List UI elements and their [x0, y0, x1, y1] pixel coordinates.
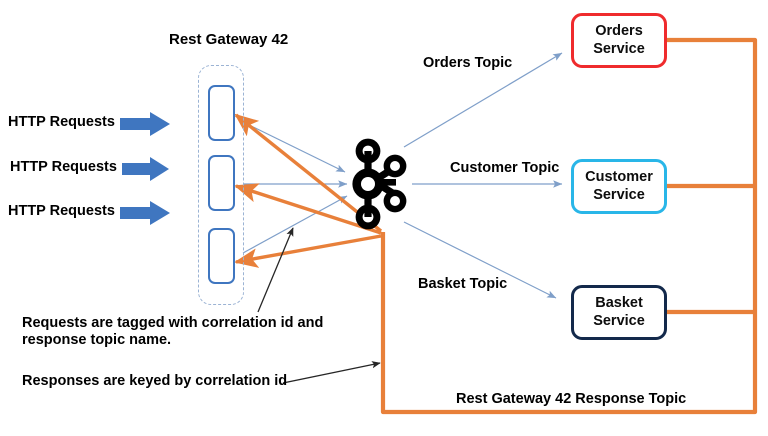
basket-service-label-line1: Basket	[595, 295, 643, 312]
http-request-arrow-3	[120, 201, 170, 225]
http-requests-label-3: HTTP Requests	[8, 203, 115, 219]
customer-service-label-line1: Customer	[585, 169, 653, 186]
http-requests-label-1: HTTP Requests	[8, 114, 115, 130]
basket-service-label-line2: Service	[593, 312, 645, 329]
orders-service-box[interactable]: Orders Service	[571, 13, 667, 68]
http-request-arrow-1	[120, 112, 170, 136]
gateway-to-broker-line-3	[242, 195, 348, 254]
customer-service-box[interactable]: Customer Service	[571, 159, 667, 214]
basket-topic-line	[403, 221, 557, 299]
note-leader-correlation-id	[257, 227, 294, 313]
response-topic-label: Rest Gateway 42 Response Topic	[456, 391, 687, 407]
note-correlation-id: Requests are tagged with correlation id …	[22, 315, 324, 349]
basket-service-box[interactable]: Basket Service	[571, 285, 667, 340]
customer-service-label-line2: Service	[593, 186, 645, 203]
gateway-instance-2[interactable]	[208, 155, 235, 211]
orders-topic-line	[403, 52, 563, 148]
response-bus-path	[380, 37, 758, 415]
response-to-gateway-3	[233, 234, 382, 268]
gateway-to-broker-line-1	[242, 121, 346, 173]
gateway-title: Rest Gateway 42	[169, 31, 289, 48]
orders-topic-label: Orders Topic	[423, 55, 513, 71]
customer-topic-label: Customer Topic	[450, 160, 560, 176]
orders-service-label-line1: Orders	[595, 23, 643, 40]
basket-topic-label: Basket Topic	[418, 276, 508, 292]
http-requests-label-2: HTTP Requests	[10, 159, 117, 175]
gateway-instance-1[interactable]	[208, 85, 235, 141]
orders-service-label-line2: Service	[593, 40, 645, 57]
response-to-gateway-2	[234, 183, 382, 235]
note-leader-responses-keyed	[282, 361, 381, 384]
note-responses-keyed: Responses are keyed by correlation id	[22, 373, 288, 389]
kafka-logo-icon	[352, 138, 407, 230]
http-request-arrow-2	[122, 157, 169, 181]
gateway-instance-3[interactable]	[208, 228, 235, 284]
